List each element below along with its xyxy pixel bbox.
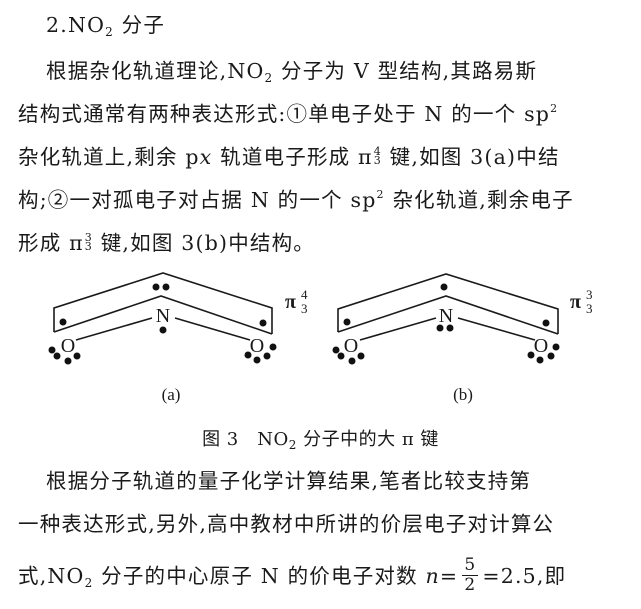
label-b: (b): [453, 385, 473, 404]
italic-x: x: [199, 145, 213, 169]
subscript: 2: [288, 438, 297, 452]
paragraph1-line1: 根据杂化轨道理论,NO2 分子为 V 型结构,其路易斯: [46, 54, 537, 85]
text: 分子的中心原子 N 的价电子对数: [93, 564, 426, 588]
pi-sup-a: 4: [301, 287, 308, 302]
subscript: 2: [105, 25, 114, 39]
text: 杂化轨道,剩余电子: [384, 188, 574, 212]
text: 杂化轨道上,剩余 p: [18, 145, 200, 169]
pi-sub-a: 3: [301, 301, 308, 316]
structure-b: [337, 273, 559, 341]
text: 分子中的大 π 键: [296, 429, 439, 450]
figure-caption: 图 3 NO2 分子中的大 π 键: [0, 425, 641, 452]
structure-a: [53, 272, 273, 341]
equals: =: [439, 564, 459, 588]
pi-sub: 3: [373, 153, 382, 167]
text: 图 3 NO: [202, 429, 289, 450]
atom-o-right-b: O: [534, 335, 548, 357]
paragraph1-line4: 构;②一对孤电子对占据 N 的一个 sp2 杂化轨道,剩余电子: [18, 183, 574, 213]
structure-a-electrons: [48, 283, 277, 365]
numerator: 5: [462, 555, 479, 576]
figure-3-lewis-structures: N O O π 4 3 (a) N O O π 3 3 (b): [48, 272, 593, 404]
text: 分子为 V 型结构,其路易斯: [273, 59, 538, 83]
atom-n-a: N: [156, 305, 170, 327]
text: 式,NO: [18, 564, 85, 588]
text: =2.5,即: [482, 564, 567, 588]
variable-n: n: [425, 564, 440, 588]
text: 根据杂化轨道理论,NO: [46, 59, 265, 83]
subscript: 2: [84, 576, 94, 590]
paragraph2-line2: 一种表达形式,另外,高中教材中所讲的价层电子对计算公: [18, 507, 554, 537]
structure-b-electrons: [332, 283, 560, 365]
text: 构;②一对孤电子对占据 N 的一个 sp: [18, 188, 377, 212]
pi-symbol-b: π: [570, 291, 581, 313]
superscript: 2: [550, 102, 559, 115]
text: 结构式通常有两种表达形式:①单电子处于 N 的一个 sp: [18, 102, 551, 126]
pi-sub-b: 3: [586, 301, 593, 316]
text: 一种表达形式,另外,高中教材中所讲的价层电子对计算公: [18, 512, 555, 536]
section-title-suffix: 分子: [113, 13, 166, 37]
formula-no: NO: [67, 13, 106, 37]
text: 形成 π: [18, 231, 84, 255]
pi-sup-b: 3: [586, 287, 593, 302]
text: 轨道电子形成 π: [212, 145, 373, 169]
atom-o-left-b: O: [344, 335, 358, 357]
subscript: 2: [264, 71, 274, 85]
atom-n-b: N: [439, 305, 453, 327]
pi-sub: 3: [84, 239, 93, 253]
text: 根据分子轨道的量子化学计算结果,笔者比较支持第: [46, 469, 532, 493]
paragraph1-line2: 结构式通常有两种表达形式:①单电子处于 N 的一个 sp2: [18, 97, 558, 127]
pi-symbol-a: π: [285, 291, 296, 313]
section-number: 2.: [46, 13, 68, 37]
superscript: 2: [376, 188, 385, 201]
paragraph2-line1: 根据分子轨道的量子化学计算结果,笔者比较支持第: [46, 464, 531, 494]
section-heading: 2.NO2 分子: [46, 8, 165, 39]
text: 键,如图 3(b)中结构。: [93, 231, 316, 255]
denominator: 2: [464, 575, 477, 595]
pi-sup: 3: [84, 230, 93, 244]
atom-o-left-a: O: [61, 335, 75, 357]
label-a: (a): [162, 385, 181, 404]
pi-sup: 4: [373, 144, 382, 158]
text: 键,如图 3(a)中结: [381, 145, 560, 169]
atom-o-right-a: O: [250, 335, 264, 357]
